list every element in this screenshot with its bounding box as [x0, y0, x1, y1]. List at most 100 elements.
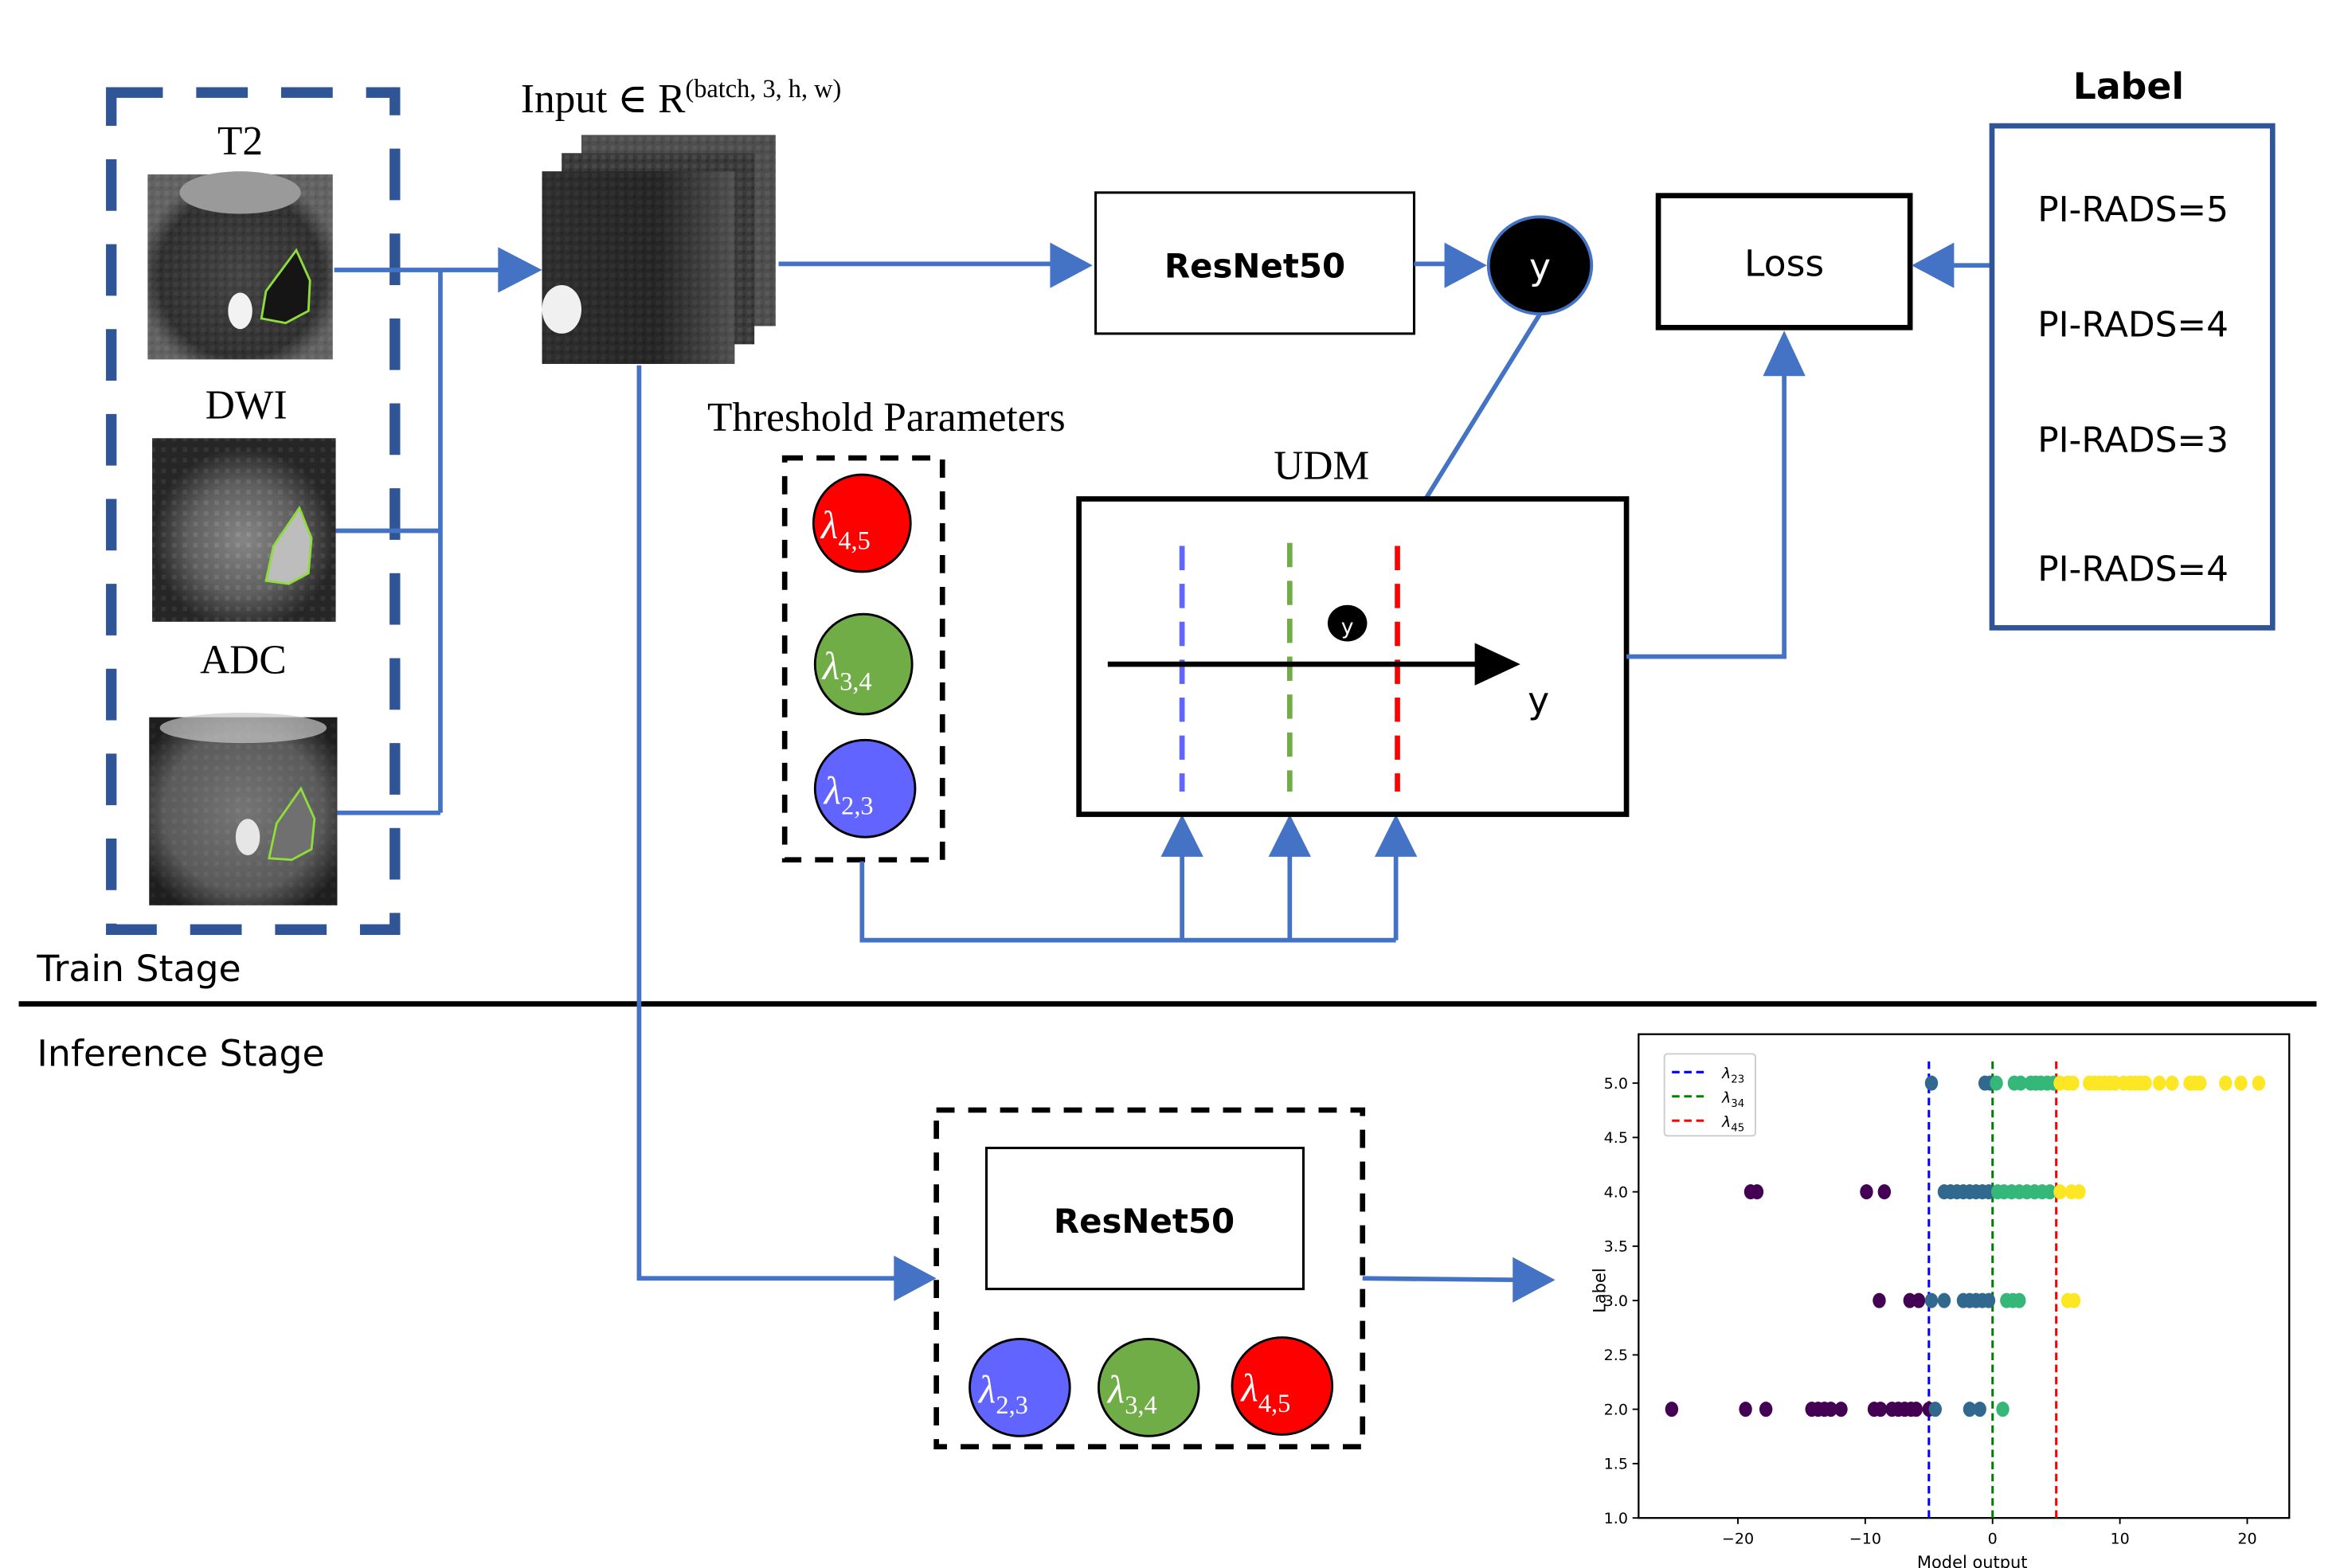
y-tick-label: 2.0 [1604, 1401, 1628, 1418]
lambda-symbol: λ [1239, 1367, 1258, 1410]
x-tick-label: 0 [1988, 1531, 1998, 1548]
scatter-point [2013, 1075, 2028, 1091]
udm-arrowhead-45 [1374, 814, 1418, 857]
udm-arrowhead-23 [1160, 814, 1203, 857]
svg-text:λ2,3: λ2,3 [823, 768, 874, 820]
scatter-point [2152, 1075, 2166, 1091]
loss-label: Loss [1744, 243, 1824, 285]
udm-axis-label: y [1528, 679, 1549, 721]
scatter-point [2013, 1292, 2026, 1308]
lambda-subscript: 3,4 [839, 667, 871, 696]
inference-output-arrowhead [1513, 1257, 1556, 1303]
scatter-point [2067, 1292, 2081, 1308]
inference-stage-label: Inference Stage [37, 1033, 324, 1075]
lambda-symbol: λ [977, 1367, 996, 1411]
lambda-subscript: 2,3 [996, 1391, 1027, 1420]
lambda-subscript: 4,5 [1258, 1390, 1290, 1418]
output-y-label: y [1529, 245, 1551, 287]
svg-text:λ3,4: λ3,4 [821, 644, 872, 696]
x-tick-label: 20 [2237, 1531, 2256, 1548]
modality-frame [106, 87, 401, 935]
input-stack-image [542, 135, 776, 365]
x-tick-label: −20 [1722, 1531, 1754, 1548]
loss-arrowhead-bottom [1763, 330, 1806, 377]
scatter-point [1924, 1075, 1939, 1091]
scatter-point [1739, 1402, 1752, 1417]
label-box [1989, 123, 2276, 631]
svg-text:λ3,4: λ3,4 [1106, 1367, 1157, 1419]
input-label: Input ∈ R(batch, 3, h, w) [521, 75, 841, 122]
lambda-symbol: λ [823, 768, 841, 812]
resnet50-label-train: ResNet50 [1164, 246, 1345, 285]
svg-text:λ2,3: λ2,3 [977, 1367, 1028, 1419]
scatter-point [1834, 1402, 1848, 1417]
input-label-superscript: (batch, 3, h, w) [685, 75, 841, 104]
scatter-point [1982, 1292, 1996, 1308]
scatter-point [1824, 1402, 1837, 1417]
y-tick-label: 2.5 [1604, 1347, 1628, 1364]
input-label-main: Input ∈ R [521, 76, 686, 122]
scatter-point [2219, 1075, 2233, 1091]
udm-point-label: y [1341, 615, 1354, 639]
scatter-point [1873, 1402, 1888, 1417]
scatter-point [2165, 1075, 2179, 1091]
scatter-point [1873, 1292, 1886, 1308]
dwi-image [152, 438, 336, 622]
scatter-point [1937, 1292, 1951, 1308]
threshold-bus-line [859, 861, 1396, 943]
scatter-point [1912, 1292, 1926, 1308]
inference-input-arrowhead [894, 1255, 937, 1301]
threshold-lambda-23: λ2,3 [813, 738, 917, 839]
y-tick-label: 4.0 [1604, 1183, 1628, 1201]
y-tick-label: 5.0 [1604, 1075, 1628, 1093]
inference-lambda-23: λ2,3 [969, 1338, 1071, 1437]
scatter-point [1990, 1075, 2003, 1091]
scatter-point [1903, 1292, 1917, 1308]
resnet50-label-inference: ResNet50 [1054, 1202, 1235, 1241]
x-tick-label: 10 [2110, 1531, 2129, 1548]
scatter-point [2252, 1075, 2266, 1091]
label-item: PI-RADS=5 [2037, 190, 2229, 230]
loss-box [1655, 193, 1913, 330]
adc-image [149, 713, 338, 905]
udm-box [1076, 496, 1630, 817]
scatter-point [2234, 1075, 2248, 1091]
inference-lambda-45: λ4,5 [1231, 1336, 1334, 1436]
train-stage-label: Train Stage [36, 948, 241, 990]
scatter-point [1860, 1184, 1873, 1200]
scatter-point [1924, 1292, 1939, 1308]
scatter-point [2072, 1184, 2086, 1200]
scatter-point [2043, 1184, 2057, 1200]
scatter-point [1909, 1402, 1923, 1417]
scatter-point [1877, 1184, 1892, 1200]
lambda-symbol: λ [1106, 1367, 1125, 1411]
scatter-point [1973, 1402, 1986, 1417]
label-title: Label [2073, 65, 2184, 108]
svg-text:λ4,5: λ4,5 [1239, 1367, 1290, 1418]
udm-title: UDM [1274, 444, 1369, 489]
scatter-point [2066, 1075, 2080, 1091]
y-tick-label: 1.0 [1604, 1510, 1628, 1527]
scatter-point [1996, 1402, 2010, 1417]
y-tick-label: 4.5 [1604, 1129, 1628, 1147]
modality-label-t2: T2 [217, 119, 263, 164]
inference-lambda-34: λ3,4 [1097, 1338, 1200, 1437]
y-tick-label: 3.0 [1604, 1292, 1628, 1310]
lambda-subscript: 4,5 [838, 526, 870, 555]
modality-label-dwi: DWI [205, 383, 288, 428]
udm-arrowhead-34 [1268, 814, 1311, 857]
lambda-subscript: 3,4 [1125, 1391, 1156, 1420]
label-item: PI-RADS=4 [2037, 305, 2229, 346]
loss-arrowhead-right [1912, 242, 1955, 288]
label-item: PI-RADS=4 [2037, 549, 2229, 589]
chart-xlabel: Model output [1917, 1553, 2028, 1568]
lambda-subscript: 2,3 [841, 792, 873, 821]
scatter-point [1982, 1184, 1996, 1200]
scatter-point [1928, 1402, 1942, 1417]
legend-label-45: λ45 [1721, 1113, 1744, 1135]
scatter-point [2139, 1075, 2152, 1091]
udm-to-loss-line [1626, 371, 1787, 659]
threshold-frame [781, 455, 945, 863]
y-arrowhead [1444, 242, 1487, 288]
